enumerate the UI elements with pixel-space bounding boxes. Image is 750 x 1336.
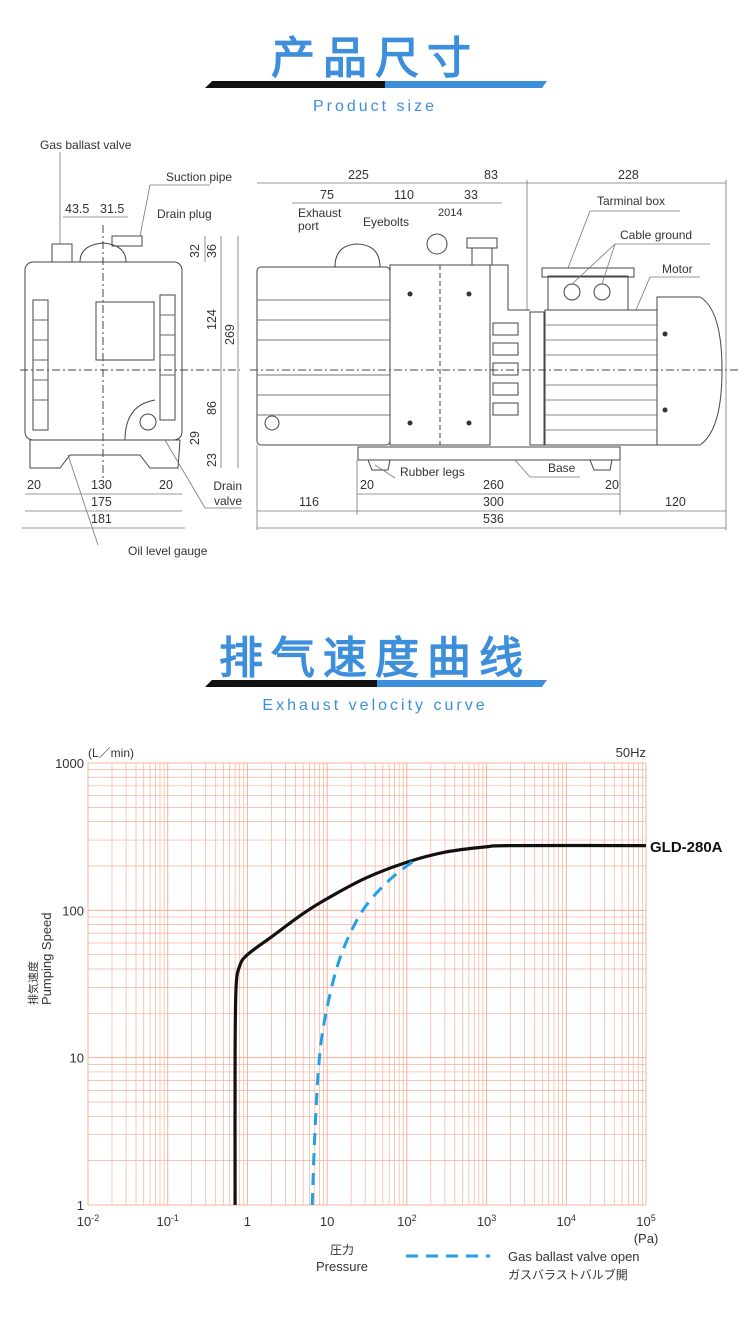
dim-86: 86: [205, 401, 219, 415]
series-label-gld-280a: GLD-280A: [650, 839, 723, 856]
chart-ticks: 10-2 10-1 1 10 102 103 104 105 1 10 100 1000: [55, 756, 656, 1229]
front-view-outline: [20, 225, 240, 480]
dim-225: 225: [348, 168, 369, 182]
x-tick-label: 102: [397, 1213, 416, 1229]
title-underline-black: [205, 680, 377, 687]
label-rubber-legs: Rubber legs: [400, 465, 465, 479]
side-view-outline: [250, 233, 740, 471]
frequency-label: 50Hz: [616, 745, 646, 760]
label-eyebolts: Eyebolts: [363, 215, 409, 229]
label-drain-valve-2: valve: [214, 494, 242, 508]
dim-20-left: 20: [360, 478, 374, 492]
dim-300: 300: [483, 495, 504, 509]
y-tick-label: 1: [77, 1198, 84, 1213]
dim-20-right: 20: [159, 478, 173, 492]
x-tick-label: 10-2: [77, 1213, 99, 1229]
x-tick-label: 1: [244, 1214, 251, 1229]
y-tick-label: 1000: [55, 756, 84, 771]
section-title-product-size: 产品尺寸: [271, 33, 479, 84]
section-subtitle-exhaust-curve: Exhaust velocity curve: [262, 697, 488, 714]
side-view-dimension-lines: [256, 180, 727, 530]
label-motor: Motor: [662, 262, 693, 276]
x-tick-label: 104: [557, 1213, 576, 1229]
front-view-dimension-lines: [22, 152, 242, 546]
x-label-jp: 圧力: [330, 1243, 354, 1257]
dim-130: 130: [91, 478, 112, 492]
dim-181: 181: [91, 512, 112, 526]
y-unit-label: (L／min): [88, 746, 134, 760]
section-title-exhaust-curve: 排气速度曲线: [219, 633, 531, 684]
x-label: Pressure: [316, 1259, 368, 1274]
dim-228: 228: [618, 168, 639, 182]
label-cable-ground: Cable ground: [620, 228, 692, 242]
chart-grid: [87, 762, 647, 1206]
label-gas-ballast-valve: Gas ballast valve: [40, 138, 132, 152]
dim-29: 29: [188, 431, 202, 445]
dim-75: 75: [320, 188, 334, 202]
y-label-jp: 排気速度: [26, 961, 40, 1005]
dim-83: 83: [484, 168, 498, 182]
x-tick-label: 10-1: [156, 1213, 178, 1229]
dim-269: 269: [223, 324, 237, 345]
title-underline-blue: [377, 680, 547, 687]
section-subtitle-product-size: Product size: [312, 98, 438, 115]
label-drain-valve-1: Drain: [213, 479, 242, 493]
x-tick-label: 105: [636, 1213, 655, 1229]
dim-32: 32: [188, 244, 202, 258]
legend-label: Gas ballast valve open: [508, 1249, 640, 1264]
dim-43-5: 43.5: [65, 202, 89, 216]
dimension-drawing: Gas ballast valve Suction pipe Drain plu…: [20, 138, 740, 558]
dim-175: 175: [91, 495, 112, 509]
dim-36: 36: [205, 244, 219, 258]
dim-23: 23: [205, 453, 219, 467]
label-exhaust-port-1: Exhaust: [298, 206, 342, 220]
dim-20-left: 20: [27, 478, 41, 492]
dim-120: 120: [665, 495, 686, 509]
dim-116: 116: [299, 495, 319, 509]
side-view-bolts: [407, 291, 668, 426]
x-unit-label: (Pa): [634, 1231, 659, 1246]
label-oil-level-gauge: Oil level gauge: [128, 544, 208, 558]
series-line-gld-280a: [233, 843, 647, 1206]
label-base: Base: [548, 461, 576, 475]
dim-260: 260: [483, 478, 504, 492]
y-tick-label: 10: [70, 1051, 84, 1066]
dim-33: 33: [464, 188, 478, 202]
label-drain-plug: Drain plug: [157, 207, 212, 221]
label-exhaust-port-2: port: [298, 219, 319, 233]
series-line-gas-ballast-open: [310, 860, 415, 1206]
title-underline-black: [205, 81, 385, 88]
y-tick-label: 100: [62, 903, 84, 918]
dim-124: 124: [205, 309, 219, 330]
dim-110: 110: [394, 188, 414, 202]
title-underline-blue: [385, 81, 547, 88]
legend-label-jp: ガスバラストバルブ開: [508, 1267, 628, 1282]
y-label: Pumping Speed: [39, 912, 54, 1005]
dim-31-5: 31.5: [100, 202, 124, 216]
label-terminal-box: Tarminal box: [597, 194, 665, 208]
x-tick-label: 10: [320, 1214, 334, 1229]
x-tick-label: 103: [477, 1213, 496, 1229]
dim-20-right: 20: [605, 478, 619, 492]
label-suction-pipe: Suction pipe: [166, 170, 232, 184]
chart-curves: [233, 843, 647, 1206]
dim-2014: 2014: [438, 207, 462, 219]
dim-536: 536: [483, 512, 504, 526]
